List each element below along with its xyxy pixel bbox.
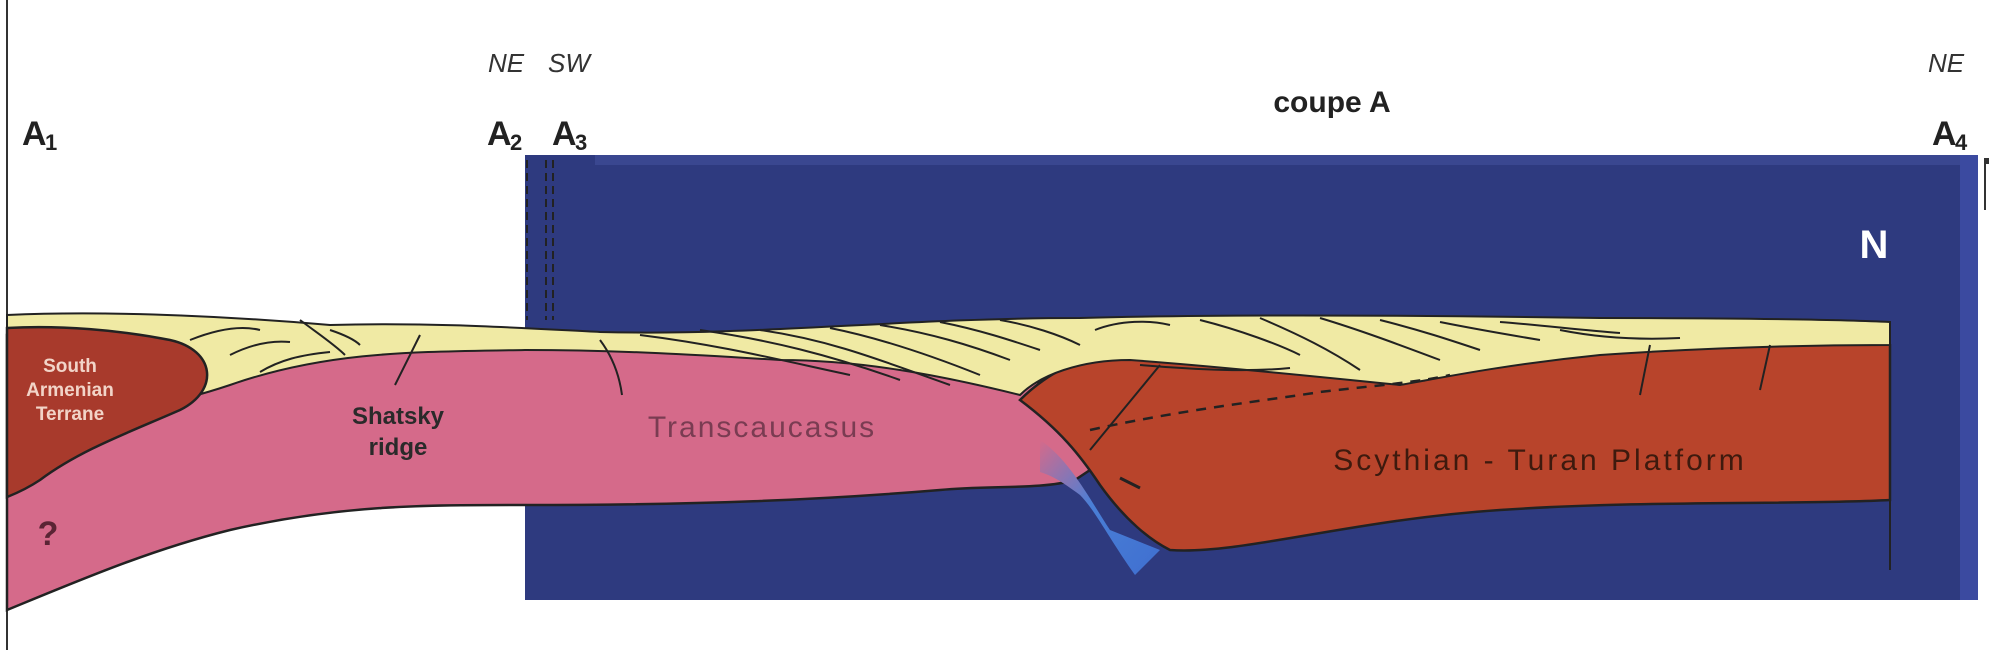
shatsky-label: Shatsky ridge [352,403,445,461]
point-a4-sub: 4 [1955,130,1968,155]
point-a4: A 4 [1932,115,1968,155]
point-a3-sub: 3 [575,130,587,155]
sediment-wedge [6,312,1891,407]
orientation-left-2: SW [548,48,592,78]
point-a3-letter: A [552,115,577,153]
point-a3: A 3 [552,115,587,155]
point-a1: A 1 [22,115,57,155]
point-a4-letter: A [1932,115,1957,153]
south-armenian-line-2: Armenian [26,380,114,401]
point-a1-letter: A [22,115,47,153]
right-tick-mark [1984,158,1989,164]
mantle-box-right-edge [1960,155,1978,600]
orientation-right: NE [1928,48,1965,78]
section-breaks [526,160,554,320]
south-armenian-label: South Armenian Terrane [26,356,114,425]
point-a2: A 2 [487,115,522,155]
scythian-label: Scythian - Turan Platform [1333,444,1746,477]
shatsky-line-2: ridge [369,434,428,461]
question-mark: ? [38,515,59,553]
mantle-box-topband [595,155,1978,165]
slab-arrow [1119,476,1141,490]
south-armenian-terrane [5,325,209,499]
south-armenian-line-1: South [43,356,97,377]
south-armenian-line-3: Terrane [36,404,104,425]
subducting-slab [1040,440,1160,575]
point-a2-letter: A [487,115,512,153]
north-label: N [1860,223,1889,267]
dashed-thrust [1089,373,1451,432]
diagram-title: coupe A [1273,86,1390,119]
point-a2-sub: 2 [510,130,522,155]
point-a1-sub: 1 [45,130,57,155]
shatsky-line-1: Shatsky [352,403,445,430]
transcaucasus-label: Transcaucasus [648,411,876,444]
thrust-faults [189,317,1771,451]
orientation-left-1: NE [488,48,525,78]
